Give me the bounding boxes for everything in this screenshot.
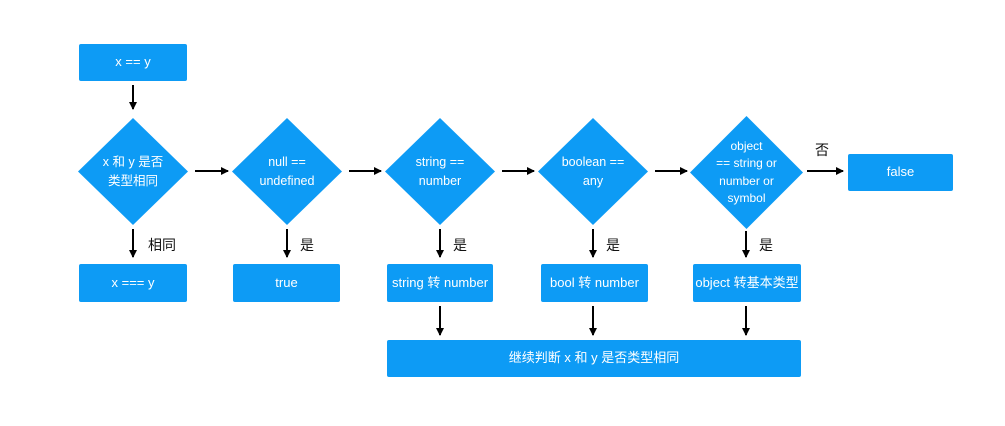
node-type-check: x 和 y 是否 类型相同 xyxy=(78,118,188,225)
node-false-result: false xyxy=(848,154,953,191)
edge-label-same: 相同 xyxy=(148,237,176,253)
node-null-undefined: null == undefined xyxy=(232,118,342,225)
edge-label-yes: 是 xyxy=(759,237,773,253)
node-boolean-any-label: boolean == any xyxy=(561,154,625,188)
node-object-primitive: object == string or number or symbol xyxy=(690,116,803,229)
node-string-number-label: string == number xyxy=(415,154,465,188)
node-strict-equal: x === y xyxy=(79,264,187,302)
node-object-to-primitive: object 转基本类型 xyxy=(693,264,801,302)
node-string-number: string == number xyxy=(385,118,495,225)
edge-label-no: 否 xyxy=(815,142,829,158)
node-continue-check: 继续判断 x 和 y 是否类型相同 xyxy=(387,340,801,377)
node-object-primitive-label: object == string or number or symbol xyxy=(716,138,777,205)
edge-label-yes: 是 xyxy=(453,237,467,253)
node-string-to-number: string 转 number xyxy=(387,264,493,302)
node-boolean-any: boolean == any xyxy=(538,118,648,225)
node-null-undefined-label: null == undefined xyxy=(259,154,315,188)
node-bool-to-number: bool 转 number xyxy=(541,264,648,302)
node-true-result: true xyxy=(233,264,340,302)
node-start: x == y xyxy=(79,44,187,81)
edge-label-yes: 是 xyxy=(606,237,620,253)
node-type-check-label: x 和 y 是否 类型相同 xyxy=(102,154,164,188)
edge-label-yes: 是 xyxy=(300,237,314,253)
